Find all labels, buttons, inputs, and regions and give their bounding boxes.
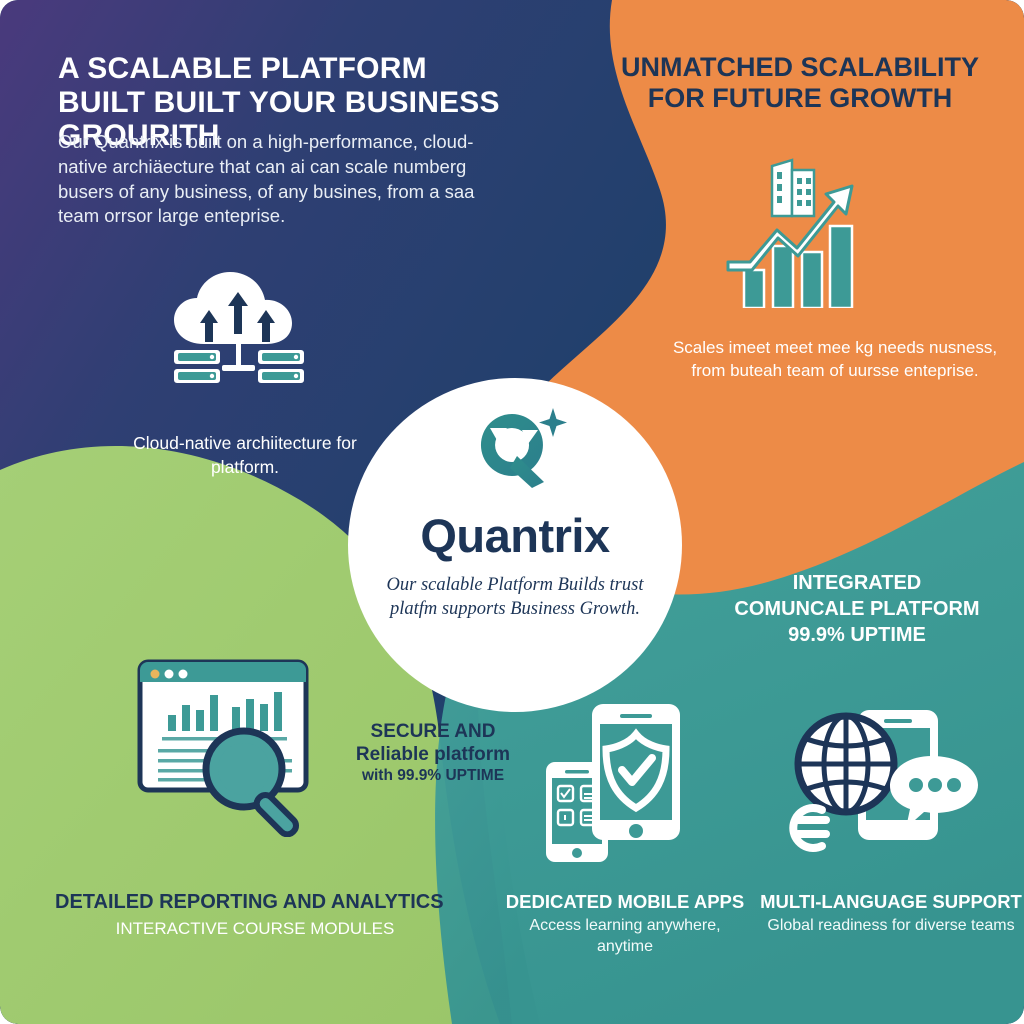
bottom-left-subtitle: Interactive Course Modules: [115, 919, 395, 938]
integrated-heading-line-2: Comuncale Platform: [734, 598, 980, 620]
bottom-middle-caption: Dedicated Mobile Apps Access learning an…: [500, 890, 750, 958]
top-left-heading: A Scalable Platform Built Built Your Bus…: [58, 52, 500, 153]
growth-chart-building-icon: [726, 158, 854, 308]
bottom-middle-subtitle: Access learning anywhere, anytime: [529, 917, 721, 955]
integrated-heading-line-3: 99.9% Uptime: [788, 624, 926, 646]
mobile-shield-apps-icon: [546, 704, 680, 862]
q-sparkle-logo-icon: [480, 408, 567, 488]
cloud-network-icon: [174, 272, 304, 383]
brand-badge: Quantrix Our scalable Platform Builds tr…: [348, 378, 682, 712]
bottom-right-caption: Multi-Language Support Global readiness …: [760, 890, 1022, 937]
analytics-dashboard-search-icon: [137, 659, 309, 837]
brand-tagline: Our scalable Platform Builds trust platf…: [386, 575, 644, 620]
integrated-heading-line-1: Integrated: [792, 572, 922, 594]
secure-line-3: with 99.9% UPTIME: [361, 767, 505, 785]
bottom-right-subtitle: Global readiness for diverse teams: [767, 917, 1015, 935]
bottom-left-caption: Detailed Reporting and Analytics Interac…: [55, 890, 455, 940]
bottom-right-title: Multi-Language Support: [760, 891, 1022, 912]
bottom-left-title: Detailed Reporting and Analytics: [55, 891, 444, 913]
globe-chat-multilanguage-icon: [789, 710, 978, 852]
secure-line-1: Secure and: [370, 721, 496, 742]
top-left-body-text: Our Quantrix is built on a high-performa…: [58, 131, 475, 227]
top-right-body-text: Scales imeet meet mee kg needs nusness, …: [672, 338, 998, 381]
cloud-native-caption: Cloud-native archiitecture for platform.: [133, 433, 357, 477]
top-right-heading: Unmatched Scalability For Future Growth: [621, 52, 979, 113]
integrated-platform-heading: Integrated Comuncale Platform 99.9% Upti…: [690, 570, 1024, 648]
bottom-middle-title: Dedicated Mobile Apps: [505, 891, 745, 912]
brand-name: Quantrix: [420, 509, 610, 562]
secure-line-2: Reliable platform: [355, 744, 511, 766]
secure-reliable-block: Secure and Reliable platform with 99.9% …: [333, 720, 533, 786]
